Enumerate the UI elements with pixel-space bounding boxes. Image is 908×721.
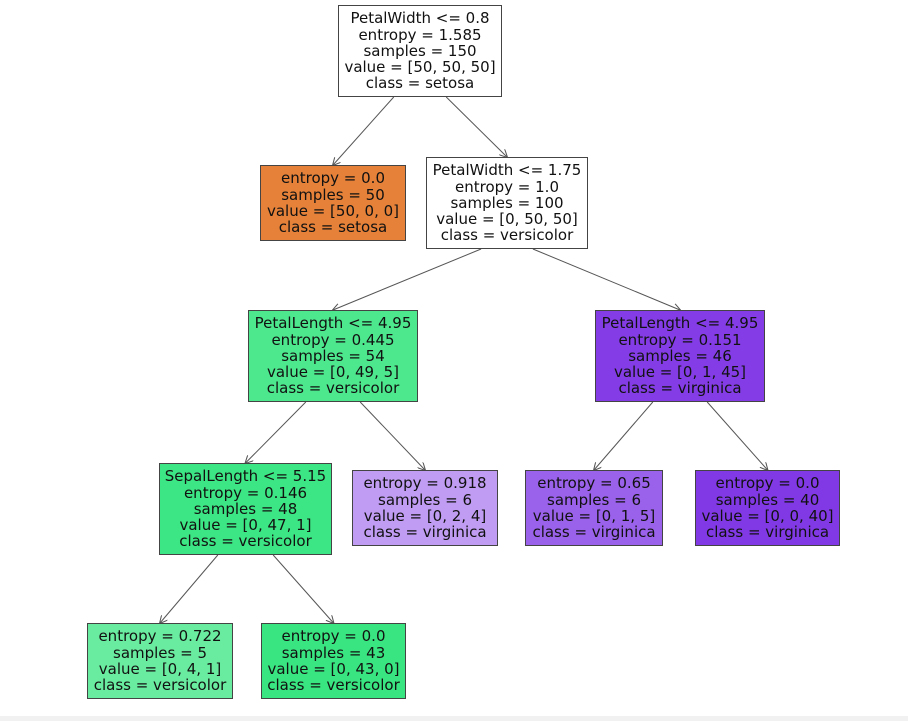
node-text-line: samples = 54 [281,346,385,365]
node-text-line: SepalLength <= 5.15 [164,467,327,486]
node-text-line: entropy = 0.65 [537,474,651,493]
node-text-line: value = [0, 49, 5] [266,363,400,382]
edge-root-to-n2 [445,96,507,157]
node-text-line: entropy = 0.146 [183,483,308,502]
node-text-line: entropy = 0.445 [271,330,395,349]
node-text-line: class = versicolor [179,532,312,551]
node-text-line: class = virginica [618,379,742,398]
node-text-line: samples = 100 [450,193,564,212]
edge-n5-to-n10 [272,554,333,623]
edge-n4-to-n7 [594,401,654,470]
node-text-line: value = [0, 1, 45] [613,363,747,382]
node-text-line: PetalWidth <= 1.75 [432,161,582,180]
node-text-line: value = [0, 50, 50] [436,210,578,229]
node-text-line: samples = 5 [113,643,207,662]
node-text-line: samples = 46 [628,346,732,365]
node-text-line: class = virginica [532,523,656,542]
node-text-line: entropy = 0.0 [281,169,385,188]
edge-n3-to-n6 [359,401,425,470]
node-text-line: value = [0, 1, 5] [532,507,656,525]
node-text-line: value = [0, 0, 40] [701,507,834,525]
node-text-line: value = [0, 43, 0] [267,660,400,678]
node-text-line: class = versicolor [93,676,227,695]
node-text-line: samples = 50 [281,185,385,204]
node-text-line: entropy = 0.918 [363,474,487,493]
node-text-line: class = setosa [365,74,475,93]
node-text-line: value = [50, 0, 0] [266,202,400,220]
node-text-line: samples = 6 [547,490,641,509]
node-text-line: entropy = 0.722 [98,627,222,646]
node-text-line: entropy = 0.0 [281,627,386,646]
bottom-divider [0,716,908,721]
node-text-line: class = virginica [363,523,487,542]
node-text-line: samples = 40 [715,490,820,509]
node-text-line: entropy = 1.585 [358,25,482,44]
node-text-line: class = versicolor [267,676,400,695]
edge-n2-to-n3 [333,248,482,310]
node-text-line: PetalWidth <= 0.8 [350,9,490,28]
node-text-line: value = [0, 4, 1] [98,660,222,678]
edge-root-to-n1 [333,96,395,165]
node-text-line: entropy = 0.151 [618,330,742,349]
edge-n4-to-n8 [706,401,767,470]
edge-n3-to-n5 [246,401,307,463]
node-text-line: samples = 48 [193,499,298,518]
node-text-line: value = [50, 50, 50] [344,58,496,77]
node-text-line: samples = 43 [281,643,386,662]
node-text-line: class = virginica [705,523,830,542]
node-text-line: class = versicolor [440,226,574,245]
node-text-line: class = versicolor [266,379,400,398]
node-text-line: class = setosa [278,218,388,237]
node-text-line: PetalLength <= 4.95 [254,314,412,333]
edge-n5-to-n9 [160,554,219,623]
node-text-line: value = [0, 47, 1] [179,516,312,535]
node-text-line: PetalLength <= 4.95 [601,314,759,333]
node-text-line: entropy = 1.0 [455,177,559,196]
node-text-line: samples = 150 [363,41,477,60]
node-text-line: value = [0, 2, 4] [363,507,487,525]
node-text-line: samples = 6 [378,490,472,509]
edge-n2-to-n4 [532,248,680,310]
node-text-line: entropy = 0.0 [715,474,820,493]
